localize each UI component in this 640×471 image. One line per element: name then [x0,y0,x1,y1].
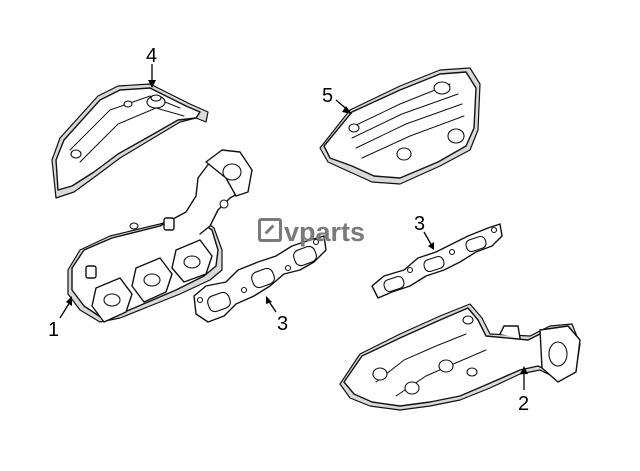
heat-shield-right [319,67,481,185]
gasket-right [371,223,503,299]
leader-arrowheads [66,80,528,374]
exhaust-manifold-right [339,303,581,411]
watermark-text: vparts [284,217,366,247]
vparts-logo-icon [258,218,282,242]
callout-5: 5 [322,85,333,107]
callout-2: 2 [518,393,529,415]
callout-3-right: 3 [414,213,425,235]
callout-3-left: 3 [277,313,288,335]
heat-shield-left [51,83,209,199]
callout-4: 4 [146,45,157,67]
callout-1: 1 [48,319,59,341]
vparts-watermark: vparts [258,217,365,248]
gasket-left [193,235,327,323]
exhaust-manifold-left [67,149,253,323]
